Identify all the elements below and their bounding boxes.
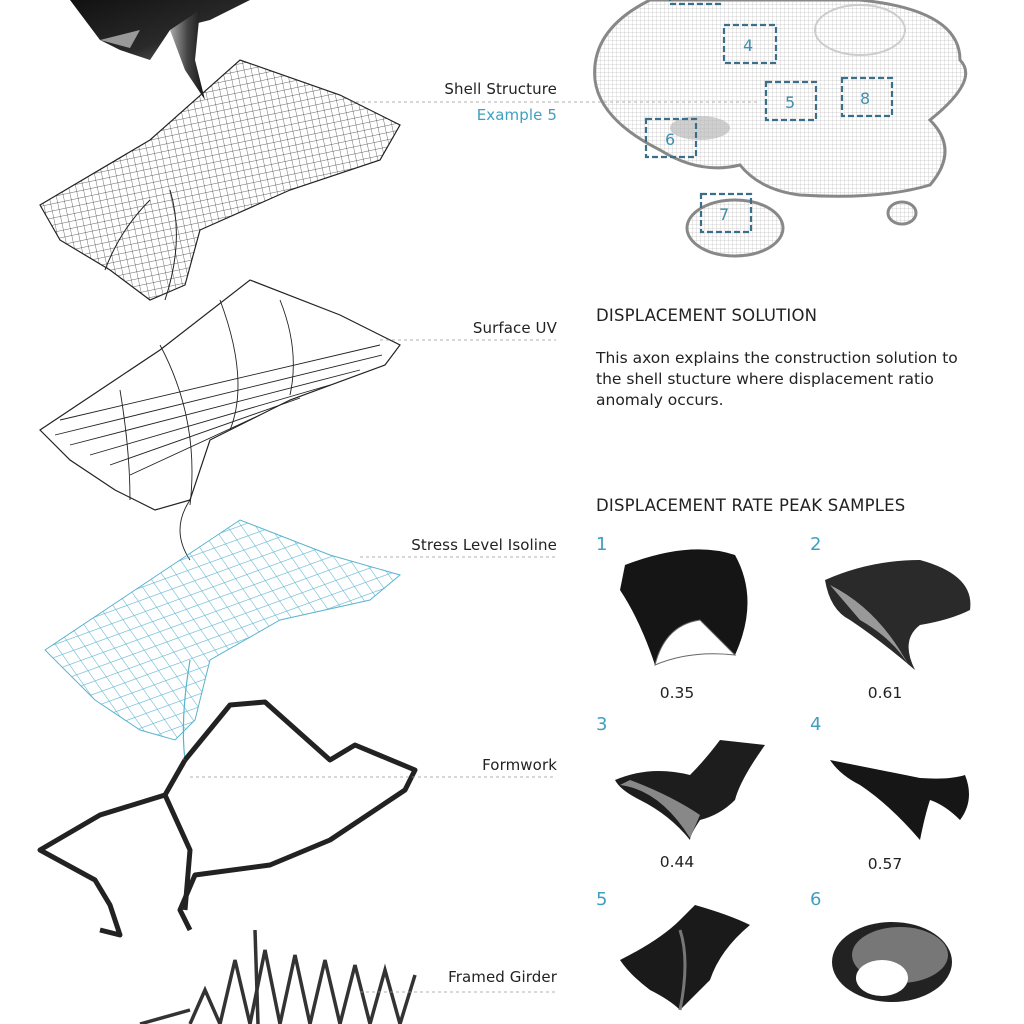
layer-sublabel-example: Example 5: [476, 106, 557, 124]
top-shell-render: [70, 0, 250, 100]
sample-value-4: 0.57: [867, 855, 903, 873]
plan-marker-4: 4: [743, 36, 753, 55]
sample-number-3: 3: [596, 714, 608, 735]
plan-marker-5: 5: [785, 93, 795, 112]
sample-render-4: [830, 760, 969, 840]
plan-marker-7: 7: [719, 205, 729, 224]
framed-girder: [139, 929, 417, 1024]
sample-value-2: 0.61: [867, 684, 903, 702]
sample-value-3: 0.44: [659, 853, 695, 871]
sample-value-1: 0.35: [659, 684, 695, 702]
shell-structure-mesh: [39, 59, 401, 301]
layer-label-formwork: Formwork: [482, 756, 557, 774]
sample-render-1: [620, 549, 748, 666]
layer-label-stress-isoline: Stress Level Isoline: [411, 536, 557, 554]
displacement-solution-title: DISPLACEMENT SOLUTION: [596, 306, 818, 325]
plan-marker-box-8: [840, 76, 894, 118]
plan-markers: [644, 0, 894, 234]
sample-render-3: [615, 740, 765, 840]
sample-render-6: [832, 922, 952, 1002]
plan-marker-8: 8: [860, 89, 870, 108]
sample-number-2: 2: [810, 534, 822, 555]
surface-uv-wireframe: [39, 279, 401, 561]
plan-marker-box-5: [764, 80, 818, 122]
sample-number-5: 5: [596, 889, 608, 910]
peak-samples-title: DISPLACEMENT RATE PEAK SAMPLES: [596, 496, 906, 515]
formwork-frame: [37, 699, 418, 938]
plan-marker-6: 6: [665, 130, 675, 149]
layer-label-framed-girder: Framed Girder: [448, 968, 557, 986]
layer-label-surface-uv: Surface UV: [472, 319, 557, 337]
plan-marker-box-7: [699, 192, 753, 234]
displacement-description: This axon explains the construction solu…: [596, 349, 958, 409]
plan-marker-box-6: [644, 117, 698, 159]
sample-render-2: [825, 560, 971, 670]
shell-plan-view: [593, 0, 968, 258]
layer-label-shell-structure: Shell Structure: [444, 80, 557, 98]
sample-number-4: 4: [810, 714, 822, 735]
sample-number-6: 6: [810, 889, 822, 910]
sample-render-5: [620, 905, 750, 1011]
sample-number-1: 1: [596, 534, 608, 555]
stress-isoline-mesh: [44, 519, 402, 761]
